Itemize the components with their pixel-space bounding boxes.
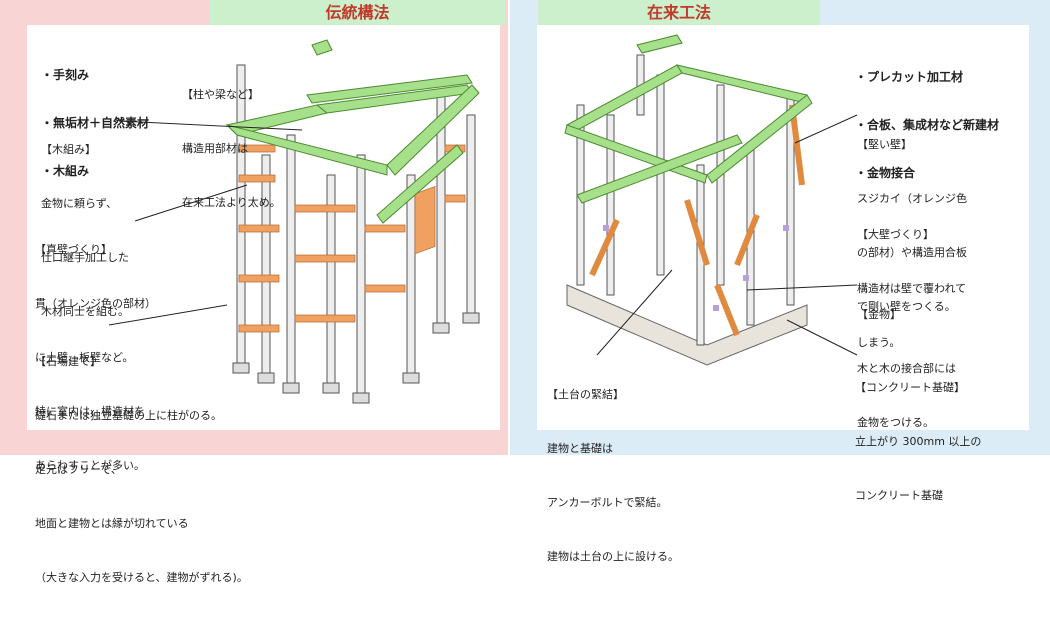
traditional-leader-lines [108,120,303,326]
traditional-bullet: ・無垢材＋自然素材 [41,116,150,130]
note-sill-anchoring: 【土台の緊結】 建物と基礎は アンカーボルトで緊結。 建物は土台の上に設ける。 [547,388,679,563]
conventional-bullet: ・プレカット加工材 [855,70,964,84]
note-columns-beams: 【柱や梁など】 構造用部材は 在来工法より太め。 [182,88,281,209]
conventional-card: ・プレカット加工材 ・合板、集成材など新建材 ・金物接合 【堅い壁】 スジカイ（… [537,25,1029,563]
conventional-panel: 在来工法 [510,0,1050,563]
traditional-panel: 伝統構法 [0,0,508,584]
conventional-header: 在来工法 [538,0,820,25]
note-hardware: 【金物】 木と木の接合部には 金物をつける。 [857,308,956,429]
traditional-header: 伝統構法 [210,0,505,25]
traditional-card: ・手刻み ・無垢材＋自然素材 ・木組み 【柱や梁など】 構造用部材は 在来工法よ… [27,25,500,584]
traditional-bullet: ・手刻み [41,68,90,82]
conventional-bullet: ・合板、集成材など新建材 [855,118,1000,132]
conventional-frame-illustration [564,34,858,366]
note-wood-joinery: 【木組み】 金物に頼らず、 仕口継手加工した 木材同士を組む。 [41,143,129,318]
conventional-bullet: ・金物接合 [855,166,916,180]
note-rigid-wall: 【堅い壁】 スジカイ（オレンジ色 の部材）や構造用合板 で剛い壁をつくる。 [857,138,967,313]
note-ohkabe: 【大壁づくり】 構造材は壁で覆われて しまう。 [857,228,967,349]
note-concrete-foundation: 【コンクリート基礎】 立上がり 300mm 以上の コンクリート基礎 [855,381,982,502]
traditional-bullet: ・木組み [41,164,90,178]
